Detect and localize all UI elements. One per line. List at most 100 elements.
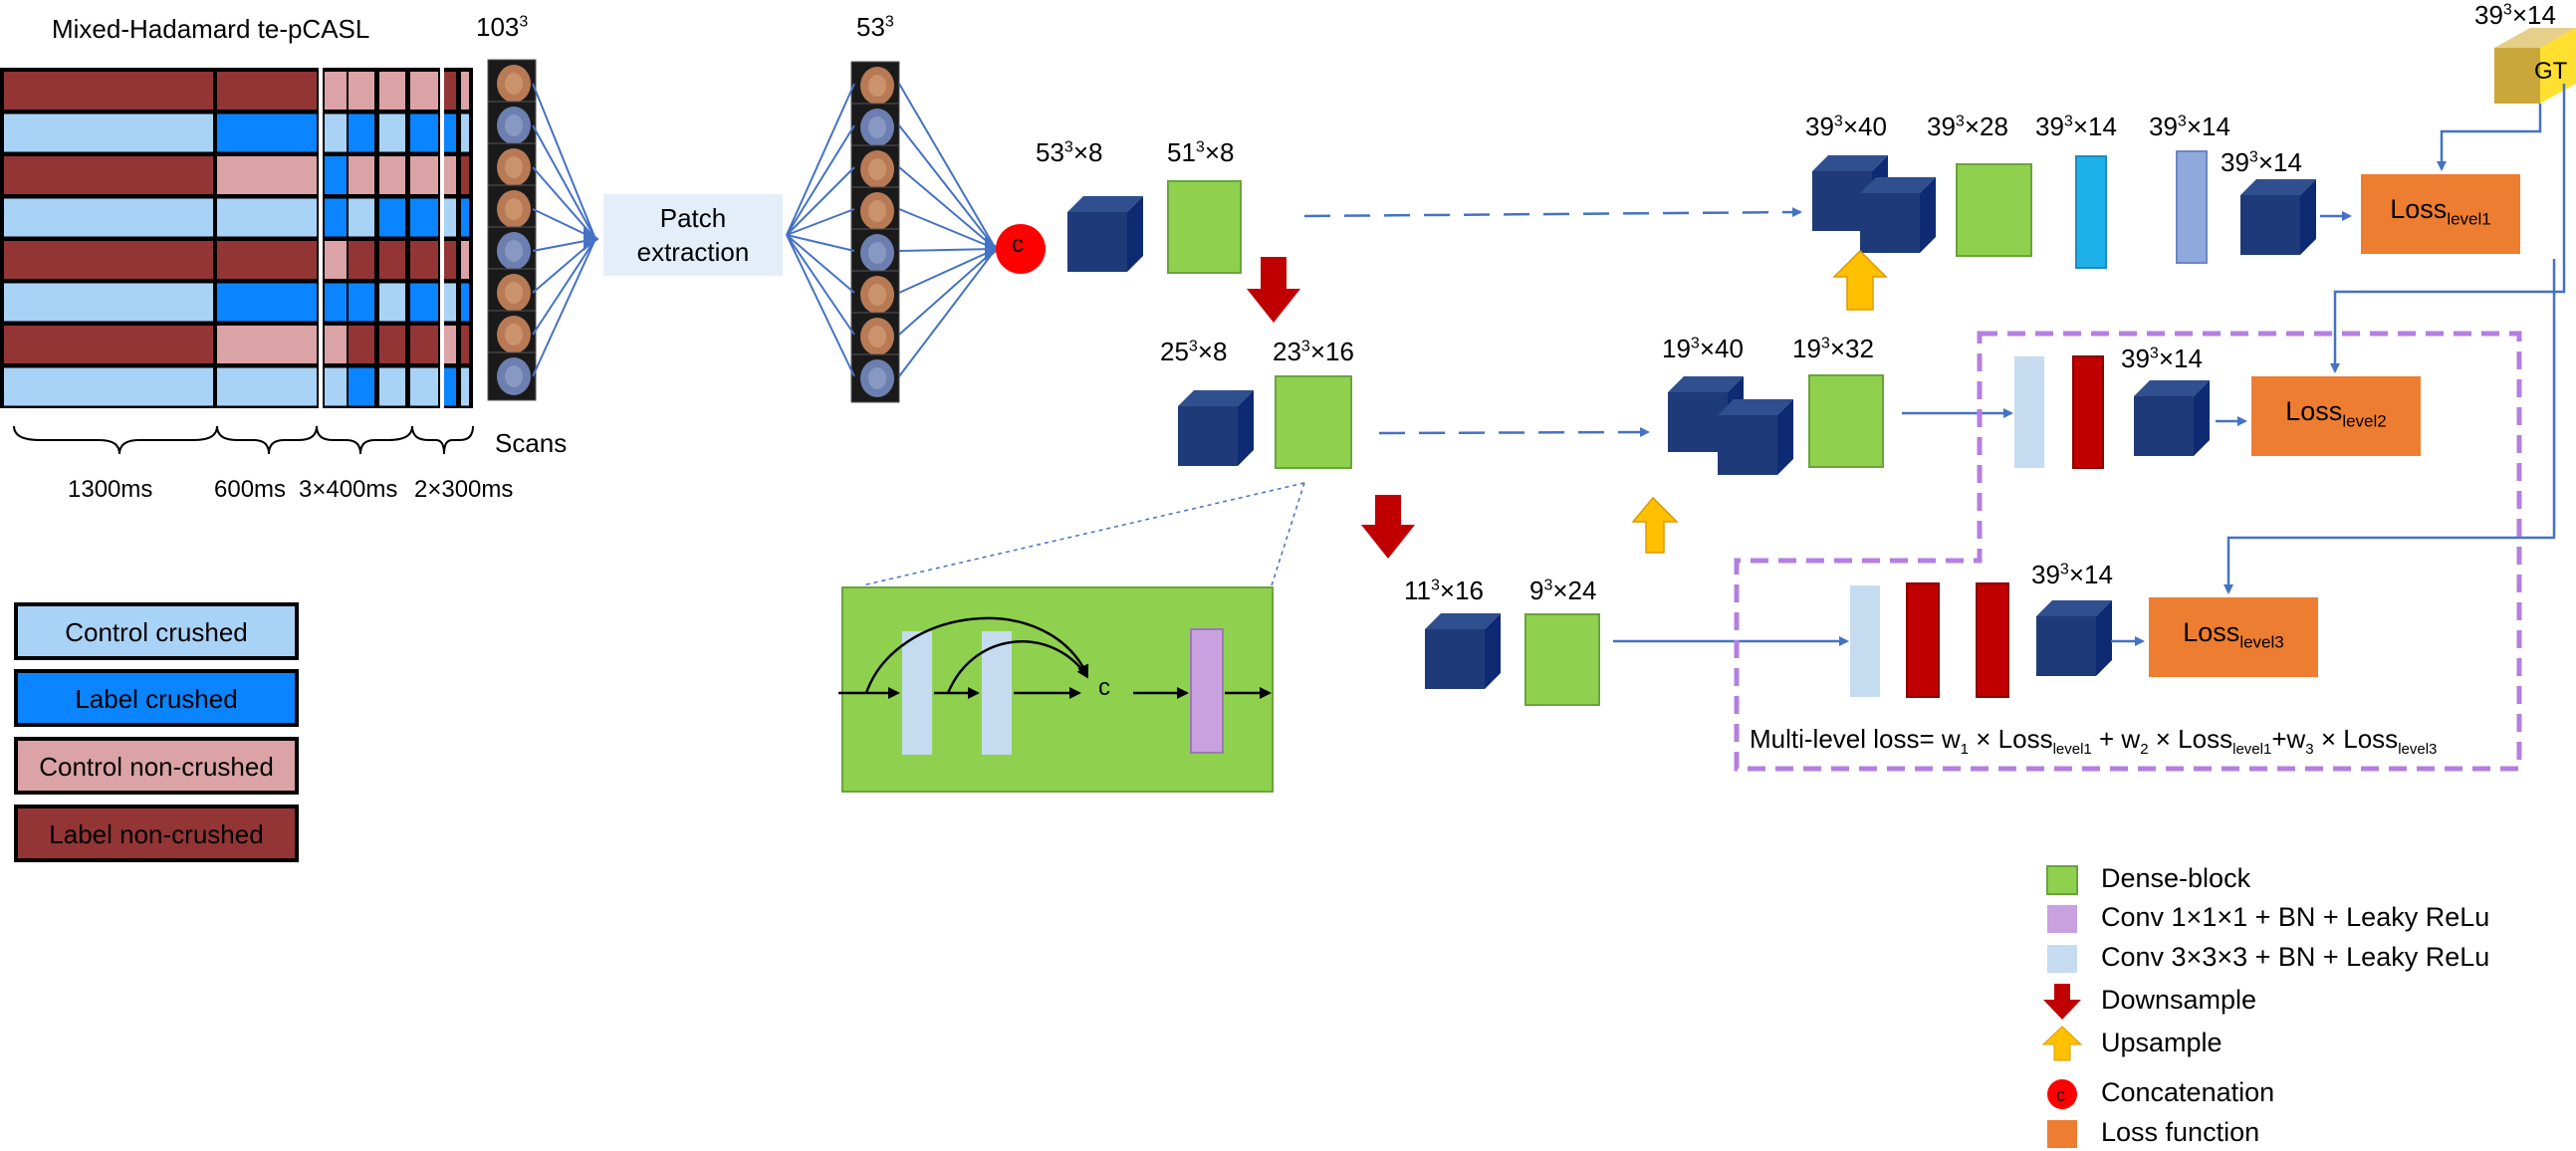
scan-slice bbox=[850, 144, 900, 194]
dim-label-d39x28: 393×28 bbox=[1927, 112, 2008, 141]
brace-1300ms bbox=[13, 425, 218, 455]
dense-block-detail bbox=[838, 586, 1274, 793]
grid-cell bbox=[461, 241, 469, 279]
concat-letter-main: c bbox=[1012, 231, 1024, 258]
fan-line bbox=[898, 248, 997, 336]
connectors bbox=[1303, 84, 2566, 646]
timing-600ms: 600ms bbox=[214, 476, 287, 503]
dim-label-d39x14e: 393×14 bbox=[2031, 560, 2113, 589]
fan-arrowhead bbox=[584, 226, 599, 252]
legend-marker bbox=[2047, 945, 2077, 973]
grid-cell bbox=[217, 72, 317, 110]
scan-slice bbox=[850, 186, 900, 236]
sequence-grid bbox=[0, 68, 473, 408]
dense-block-23x16 bbox=[1275, 375, 1352, 469]
patch-extraction-box bbox=[603, 194, 783, 276]
label-key-text: Label crushed bbox=[75, 684, 238, 714]
fan-line bbox=[786, 83, 855, 236]
concat-circle-main bbox=[996, 224, 1046, 274]
legend-marker bbox=[2041, 1026, 2083, 1061]
legend-text: Loss function bbox=[2101, 1117, 2260, 1147]
dim-label-d9x24: 93×24 bbox=[1529, 576, 1597, 605]
loss-label-3: Losslevel3 bbox=[2183, 617, 2284, 652]
fan-line bbox=[786, 234, 855, 377]
brace-2x300ms bbox=[411, 425, 474, 455]
scan-slice bbox=[487, 184, 537, 234]
down-arrow-1 bbox=[1247, 257, 1300, 323]
grid-cell bbox=[410, 367, 438, 406]
grid-cell bbox=[379, 326, 405, 363]
dim-label-d39x14a: 393×14 bbox=[2035, 112, 2117, 141]
dense-block-19x32 bbox=[1808, 374, 1884, 468]
fan-line bbox=[898, 166, 997, 250]
grid-cell bbox=[410, 283, 438, 322]
grid-cell bbox=[379, 283, 405, 322]
dim-label-d39x14d: 393×14 bbox=[2121, 344, 2203, 373]
grid-cell bbox=[444, 114, 456, 152]
sequence-title: Mixed-Hadamard te-pCASL bbox=[52, 14, 370, 44]
grid-cell bbox=[349, 241, 374, 279]
skip-level2 bbox=[1378, 427, 1650, 438]
legend-text: Conv 3×3×3 + BN + Leaky ReLu bbox=[2101, 942, 2490, 972]
grid-cell bbox=[4, 326, 213, 363]
fan-line bbox=[786, 208, 855, 236]
grid-cell bbox=[444, 367, 456, 406]
grid-cell bbox=[4, 198, 213, 237]
grid-cell bbox=[325, 156, 347, 194]
dim-label-d19x32: 193×32 bbox=[1792, 334, 1874, 363]
grid-cell bbox=[461, 326, 469, 363]
dim-label-d51x8: 513×8 bbox=[1167, 137, 1235, 167]
fan-line bbox=[786, 234, 855, 252]
zoom-lines bbox=[861, 482, 1305, 586]
grid-cell bbox=[349, 114, 374, 152]
grid-cell bbox=[217, 283, 317, 322]
grid-cell bbox=[217, 367, 317, 406]
scan-slice bbox=[850, 270, 900, 320]
dense-block-39x28 bbox=[1956, 163, 2032, 257]
fan-line bbox=[898, 248, 997, 252]
scan-slice bbox=[850, 61, 900, 111]
grid-cell bbox=[379, 114, 405, 152]
grid-cell bbox=[4, 283, 213, 322]
fan-line bbox=[532, 238, 596, 336]
cube bbox=[2134, 380, 2210, 456]
legend-markers: c bbox=[2041, 865, 2083, 1148]
grid-cell bbox=[410, 156, 438, 194]
cube bbox=[1067, 196, 1143, 272]
grid-cell bbox=[410, 241, 438, 279]
cube bbox=[1860, 177, 1936, 253]
grid-cell bbox=[444, 283, 456, 322]
legend-marker bbox=[2046, 865, 2078, 895]
multi-level-loss-region bbox=[1734, 331, 2522, 772]
scan-stack-patches bbox=[850, 61, 900, 403]
grid-cell bbox=[461, 72, 469, 110]
dim-label-d39x14c: 393×14 bbox=[2221, 147, 2302, 177]
label-key-item: Label crushed bbox=[14, 669, 299, 727]
grid-cell bbox=[325, 326, 347, 363]
fan-line bbox=[786, 234, 855, 294]
grid-cell bbox=[444, 198, 456, 237]
dim-label-d23x16: 233×16 bbox=[1273, 337, 1354, 366]
grid-cell bbox=[461, 367, 469, 406]
grid-cell bbox=[461, 156, 469, 194]
layer-conv3-l3 bbox=[1850, 585, 1880, 697]
grid-cell bbox=[444, 72, 456, 110]
legend-text: Conv 1×1×1 + BN + Leaky ReLu bbox=[2101, 902, 2490, 932]
legend-marker bbox=[2043, 984, 2081, 1020]
gt-to-loss1 bbox=[2437, 104, 2542, 171]
multi-level-loss-formula: Multi-level loss= w1 × Losslevel1 + w2 ×… bbox=[1750, 724, 2438, 759]
fan-line bbox=[898, 208, 997, 250]
fan-line bbox=[898, 248, 997, 294]
scan-slice bbox=[850, 103, 900, 152]
grid-cell bbox=[349, 156, 374, 194]
fan-line bbox=[898, 83, 997, 250]
fan-line bbox=[532, 166, 596, 240]
fan-line bbox=[898, 124, 997, 250]
timing-3x400ms: 3×400ms bbox=[299, 476, 398, 503]
grid-cell bbox=[325, 114, 347, 152]
cube bbox=[1718, 399, 1793, 475]
grid-cell bbox=[444, 156, 456, 194]
loss-label-2: Losslevel2 bbox=[2285, 396, 2387, 431]
scan-slice bbox=[487, 142, 537, 192]
